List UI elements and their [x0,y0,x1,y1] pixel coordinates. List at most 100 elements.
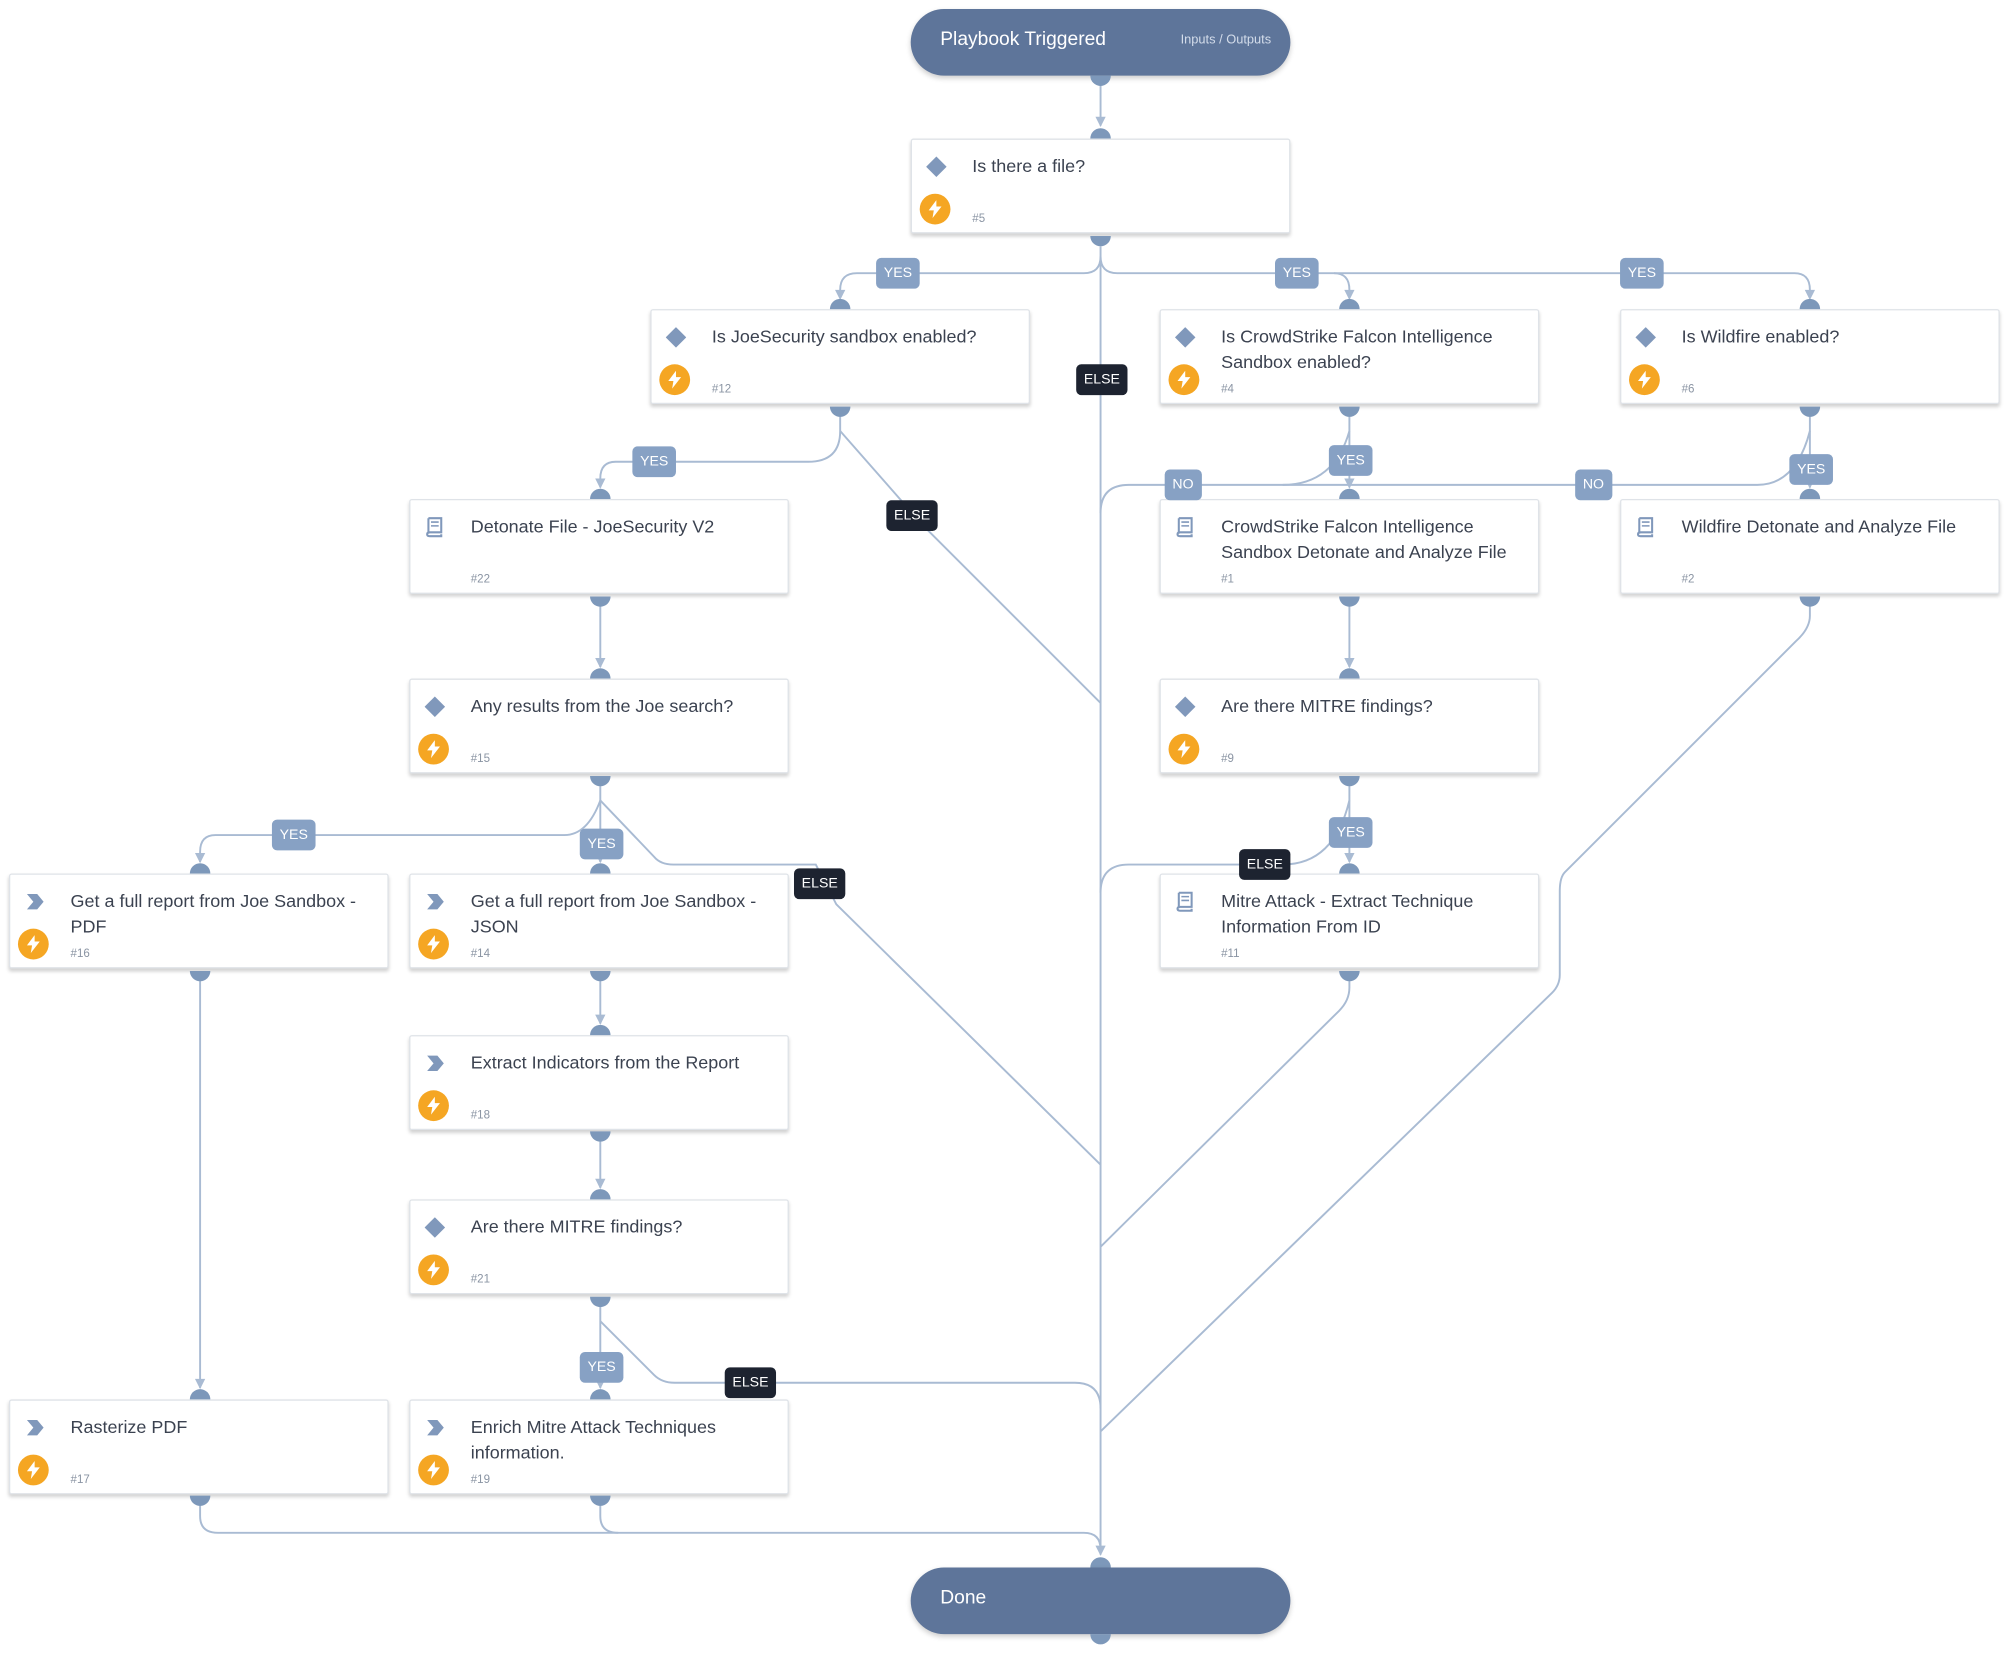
input-port[interactable] [1339,863,1360,874]
output-port[interactable] [590,1296,611,1308]
yes-label[interactable]: YES [1620,257,1664,289]
diamond-icon [665,327,687,348]
output-port[interactable] [590,971,611,982]
task-title: Detonate File - JoeSecurity V2 [470,515,715,537]
lightning-icon [418,928,449,960]
yes-label[interactable]: YES [1789,454,1833,485]
else-label[interactable]: ELSE [1239,849,1291,880]
output-port[interactable] [1090,236,1111,247]
yes-label[interactable]: YES [632,446,677,478]
task-id: #9 [1221,751,1234,765]
else-label[interactable]: ELSE [886,500,938,532]
task-id: #12 [711,382,732,396]
output-port[interactable] [1799,596,1821,607]
output-port[interactable] [189,1495,211,1506]
else-label[interactable]: ELSE [793,868,846,900]
output-port[interactable] [590,776,611,787]
task-crowdstrike-enabled[interactable]: Is CrowdStrike Falcon Intelligence Sandb… [1159,309,1540,405]
yes-label[interactable]: YES [1275,257,1319,289]
task-crowdstrike-detonate[interactable]: CrowdStrike Falcon Intelligence Sandbox … [1159,498,1540,594]
task-detonate-joesecurity[interactable]: Detonate File - JoeSecurity V2 #22 [409,498,789,594]
diamond-icon [424,1217,446,1238]
playbook-triggered-node[interactable]: Playbook Triggered Inputs / Outputs [910,8,1291,76]
task-is-there-a-file[interactable]: Is there a file? #5 [910,138,1291,234]
input-port[interactable] [1339,668,1360,679]
output-port[interactable] [590,596,611,607]
input-port[interactable] [829,298,851,310]
chevron-icon [427,1055,444,1072]
yes-label[interactable]: YES [1328,817,1373,848]
output-port[interactable] [1799,406,1821,417]
yes-label[interactable]: YES [579,1351,624,1383]
input-port[interactable] [189,863,211,874]
input-port[interactable] [590,1389,611,1400]
end-title: Done [940,1586,987,1609]
yes-label[interactable]: YES [579,828,624,860]
input-port[interactable] [189,1389,211,1400]
task-joe-report-pdf[interactable]: Get a full report from Joe Sandbox - PDF… [8,873,389,969]
task-joesecurity-enabled[interactable]: Is JoeSecurity sandbox enabled? #12 [650,309,1031,405]
book-icon [1176,891,1193,912]
input-port[interactable] [590,863,611,874]
task-title: Get a full report from Joe Sandbox - PDF [70,890,357,937]
output-port[interactable] [1339,406,1360,417]
chevron-icon [26,1419,44,1436]
task-id: #15 [470,751,491,765]
yes-label[interactable]: YES [876,257,920,289]
no-label[interactable]: NO [1164,469,1202,501]
input-port[interactable] [590,488,611,499]
input-port[interactable] [1339,488,1360,499]
task-wildfire-enabled[interactable]: Is Wildfire enabled? #6 [1620,309,2000,405]
lightning-icon [418,1254,449,1286]
output-port[interactable] [1090,75,1111,86]
input-port[interactable] [1799,298,1821,310]
input-port[interactable] [1339,298,1360,310]
output-port[interactable] [189,971,211,982]
output-port[interactable] [1339,776,1360,787]
else-label[interactable]: ELSE [1076,364,1128,396]
lightning-icon [1168,364,1200,396]
lightning-icon [17,928,49,960]
task-joe-results[interactable]: Any results from the Joe search? #15 [409,678,789,774]
task-mitre-findings-21[interactable]: Are there MITRE findings? #21 [409,1199,789,1295]
done-node[interactable]: Done [910,1567,1291,1635]
diamond-icon [926,156,947,178]
yes-label[interactable]: YES [1328,445,1373,476]
output-port[interactable] [590,1131,611,1142]
output-port[interactable] [829,406,851,417]
task-title: Get a full report from Joe Sandbox - JSO… [470,890,757,937]
input-port[interactable] [1799,488,1821,499]
lightning-icon [418,1090,449,1122]
input-port[interactable] [1090,128,1111,139]
task-id: #18 [470,1108,491,1122]
task-id: #22 [470,572,491,585]
output-port[interactable] [590,1495,611,1506]
chevron-icon [26,894,44,910]
task-title: Are there MITRE findings? [1221,695,1433,716]
input-port[interactable] [590,668,611,679]
book-icon [426,517,443,538]
no-label[interactable]: NO [1575,469,1612,501]
lightning-icon [1168,733,1200,765]
task-enrich-mitre[interactable]: Enrich Mitre Attack Techniques informati… [409,1399,789,1495]
task-joe-report-json[interactable]: Get a full report from Joe Sandbox - JSO… [409,873,789,969]
output-port[interactable] [1339,596,1360,607]
inputs-outputs-link[interactable]: Inputs / Outputs [1180,33,1272,48]
book-icon [1176,517,1193,538]
input-port[interactable] [590,1024,611,1036]
task-id: #14 [470,946,491,960]
task-mitre-findings-9[interactable]: Are there MITRE findings? #9 [1159,678,1540,774]
output-port[interactable] [1090,1634,1111,1645]
input-port[interactable] [590,1189,611,1200]
task-rasterize-pdf[interactable]: Rasterize PDF #17 [8,1399,389,1495]
task-title: Is JoeSecurity sandbox enabled? [711,325,977,347]
task-title: Extract Indicators from the Report [470,1051,740,1073]
else-label[interactable]: ELSE [724,1367,777,1399]
lightning-icon [418,733,449,765]
task-extract-indicators[interactable]: Extract Indicators from the Report #18 [409,1035,789,1131]
task-mitre-extract[interactable]: Mitre Attack - Extract Technique Informa… [1159,873,1540,969]
yes-label[interactable]: YES [271,819,316,851]
task-wildfire-detonate[interactable]: Wildfire Detonate and Analyze File #2 [1620,498,2000,594]
input-port[interactable] [1090,1557,1111,1568]
output-port[interactable] [1339,971,1360,982]
